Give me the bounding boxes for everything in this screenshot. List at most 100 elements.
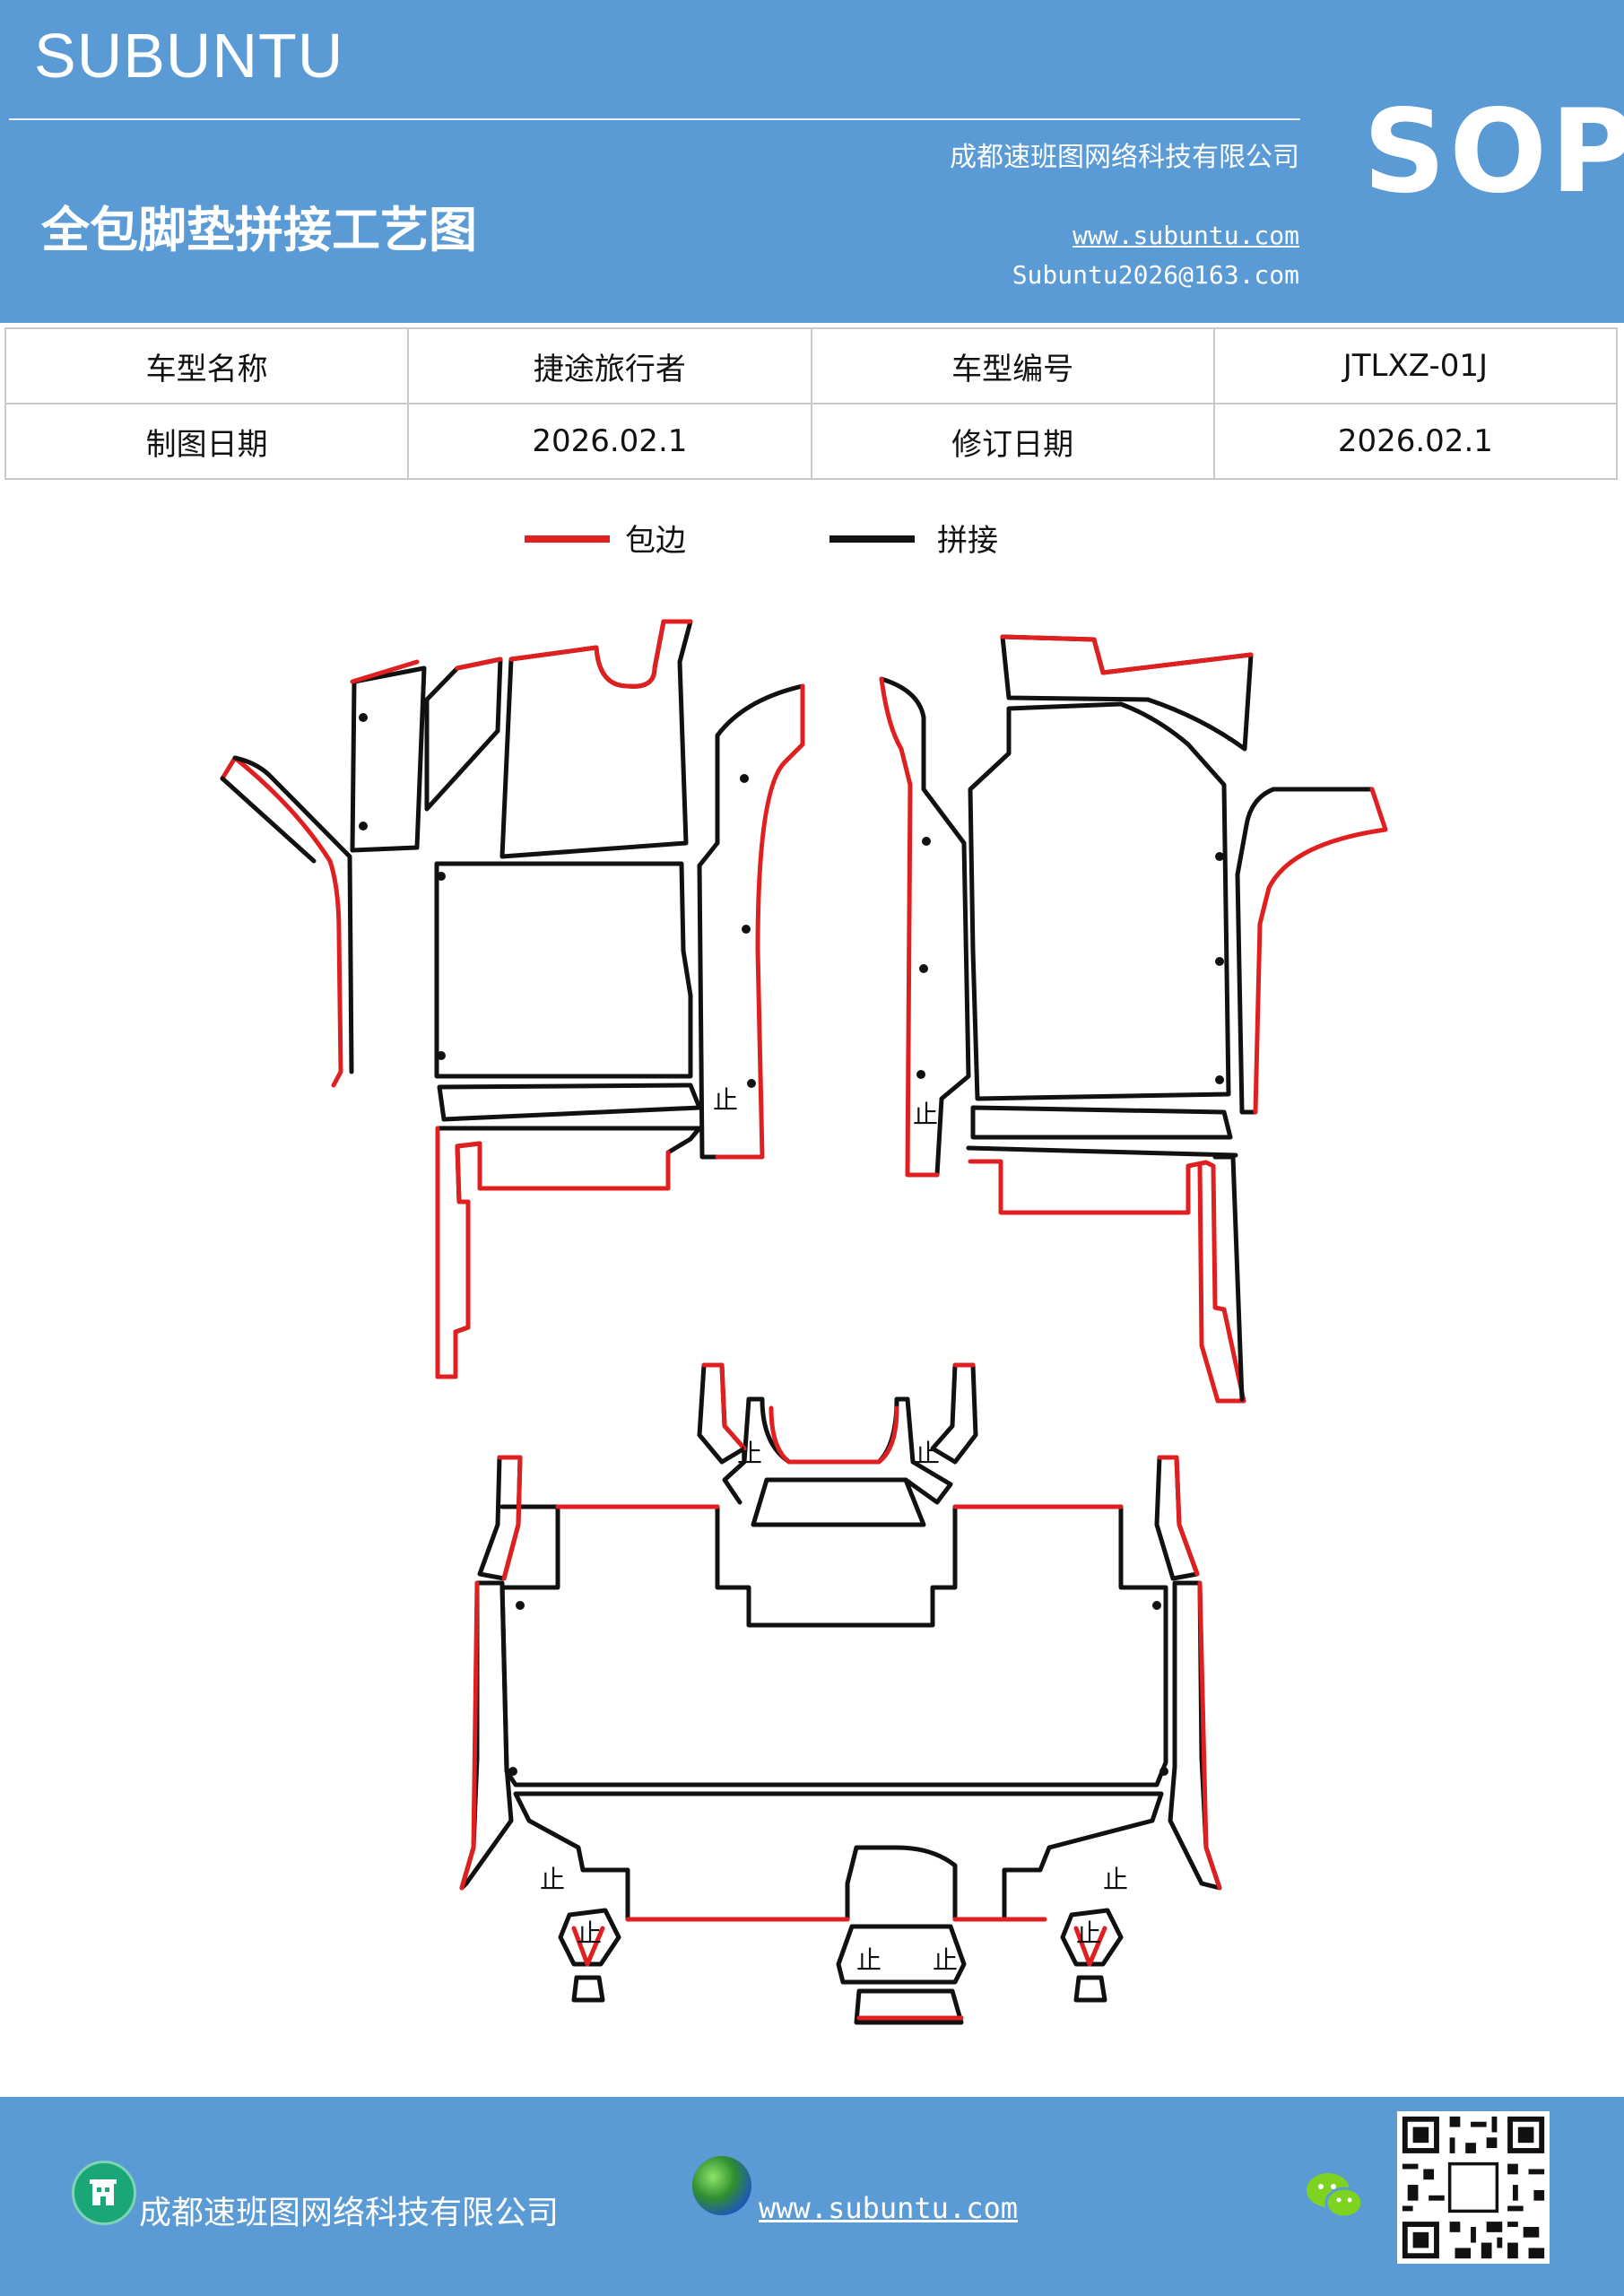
legend-black-swatch bbox=[829, 535, 915, 543]
info-table: 车型名称 捷途旅行者 车型编号 JTLXZ-01J 制图日期 2026.02.1… bbox=[4, 327, 1619, 480]
rear-console-edge bbox=[769, 1405, 899, 1465]
rear-lower-strip bbox=[513, 1791, 1164, 1922]
left-diag-top-edge bbox=[455, 657, 503, 671]
left-side-strip-edge bbox=[220, 755, 343, 1088]
passenger-bottom-strip-2 bbox=[966, 1145, 1238, 1158]
right-long-l bbox=[968, 1159, 1246, 1404]
header-banner: SUBUNTU SOP 全包脚垫拼接工艺图 成都速班图网络科技有限公司 www.… bbox=[0, 0, 1624, 323]
hole-dot bbox=[919, 964, 928, 973]
stop-mark: 止 bbox=[1076, 1918, 1101, 1948]
header-website-link[interactable]: www.subuntu.com bbox=[1073, 221, 1299, 250]
seat-bracket-right bbox=[1060, 1908, 1124, 1967]
footer-company-name: 成都速班图网络科技有限公司 bbox=[139, 2195, 560, 2231]
globe-icon bbox=[692, 2156, 751, 2215]
seat-bracket-right-edge bbox=[1073, 1926, 1107, 1967]
hole-dot bbox=[1152, 1601, 1161, 1610]
hole-dot bbox=[747, 1079, 756, 1088]
left-narrow-top-edge bbox=[350, 659, 420, 684]
hole-dot bbox=[508, 1767, 517, 1776]
left-diag-panel bbox=[424, 657, 503, 812]
hole-dot bbox=[516, 1601, 525, 1610]
rear-left-wing bbox=[477, 1455, 523, 1581]
driver-top-edge bbox=[508, 619, 693, 689]
draw-date-label: 制图日期 bbox=[4, 403, 410, 480]
header-divider bbox=[9, 118, 1300, 120]
revise-date-value: 2026.02.1 bbox=[1212, 403, 1619, 480]
passenger-top-edge bbox=[1000, 634, 1254, 675]
building-icon bbox=[72, 2161, 136, 2225]
stop-mark: 止 bbox=[577, 1918, 602, 1948]
hole-dot bbox=[1215, 957, 1224, 966]
model-code-label: 车型编号 bbox=[810, 327, 1215, 404]
revise-date-label: 修订日期 bbox=[810, 403, 1215, 480]
hole-dot bbox=[359, 713, 368, 722]
header-email[interactable]: Subuntu2026@163.com bbox=[1012, 260, 1299, 290]
legend-red-label: 包边 bbox=[625, 523, 686, 559]
hole-dot bbox=[359, 822, 368, 831]
stop-mark: 止 bbox=[737, 1439, 762, 1468]
tunnel-right-strip-seam bbox=[879, 676, 971, 1178]
rear-right-side bbox=[1168, 1580, 1222, 1891]
draw-date-value: 2026.02.1 bbox=[407, 403, 812, 480]
stop-mark: 止 bbox=[915, 1439, 940, 1468]
center-hump-bottom bbox=[854, 1988, 964, 2025]
seat-bracket-left bbox=[558, 1908, 621, 1967]
passenger-main-panel bbox=[968, 701, 1231, 1101]
mounting-holes bbox=[359, 713, 1224, 1776]
right-long-l-seam bbox=[1212, 1154, 1245, 1402]
hole-dot bbox=[740, 774, 749, 783]
wechat-icon[interactable] bbox=[1305, 2169, 1364, 2222]
passenger-side-seam bbox=[1235, 787, 1375, 1115]
rear-left-side bbox=[459, 1580, 514, 1891]
qr-code[interactable] bbox=[1397, 2111, 1550, 2264]
rear-right-side-edge bbox=[1197, 1580, 1222, 1891]
driver-bottom-strip bbox=[437, 1083, 702, 1122]
rear-main-panel bbox=[499, 1504, 1168, 1787]
stop-mark: 止 bbox=[933, 1945, 958, 1975]
tunnel-left-strip-seam bbox=[697, 683, 805, 1160]
left-narrow-panel bbox=[350, 665, 427, 853]
left-long-l bbox=[435, 1126, 702, 1379]
seat-foot-right bbox=[1073, 1975, 1107, 2003]
header-company-name: 成都速班图网络科技有限公司 bbox=[950, 142, 1299, 173]
rear-right-wing-edge bbox=[1157, 1455, 1200, 1577]
stop-mark: 止 bbox=[540, 1865, 565, 1894]
model-name-value: 捷途旅行者 bbox=[407, 327, 812, 404]
tunnel-left-strip-edge bbox=[715, 683, 805, 1160]
stop-mark: 止 bbox=[1103, 1865, 1128, 1894]
model-name-label: 车型名称 bbox=[4, 327, 410, 404]
left-long-l-edge bbox=[435, 1126, 671, 1379]
hole-dot bbox=[437, 1051, 446, 1060]
footer-website-link[interactable]: www.subuntu.com bbox=[759, 2191, 1018, 2225]
rear-console bbox=[751, 1477, 926, 1527]
hole-dot bbox=[1215, 852, 1224, 861]
hole-dot bbox=[1159, 1767, 1168, 1776]
rear-top-tab-left-edge bbox=[701, 1362, 747, 1451]
rear-left-wing-edge bbox=[497, 1455, 523, 1581]
stop-mark: 止 bbox=[856, 1945, 881, 1975]
rear-left-side-edge bbox=[459, 1580, 480, 1891]
page-title: 全包脚垫拼接工艺图 bbox=[41, 202, 477, 258]
seat-foot-left bbox=[571, 1975, 605, 2003]
table-row: 车型名称 捷途旅行者 车型编号 JTLXZ-01J bbox=[4, 327, 1619, 404]
brand-logo-text: SUBUNTU bbox=[34, 21, 344, 91]
stop-marks: 止 止 止 止 止 止 止 止 止 止 bbox=[540, 1085, 1128, 1975]
footer-banner: 成都速班图网络科技有限公司 www.subuntu.com bbox=[0, 2097, 1624, 2296]
passenger-side-edge bbox=[1253, 787, 1388, 1115]
sop-label: SOP bbox=[1363, 85, 1624, 219]
passenger-bottom-strip bbox=[970, 1105, 1233, 1140]
stop-mark: 止 bbox=[913, 1100, 938, 1129]
left-side-strip-seam bbox=[220, 755, 354, 1074]
stop-mark: 止 bbox=[713, 1085, 738, 1115]
driver-main-panel bbox=[434, 861, 693, 1079]
center-hump bbox=[836, 1924, 967, 1985]
passenger-top-panel bbox=[1000, 634, 1254, 752]
legend: 包边 拼接 bbox=[525, 516, 1152, 578]
seat-bracket-left-edge bbox=[571, 1926, 605, 1967]
hole-dot bbox=[922, 837, 931, 846]
hole-dot bbox=[437, 872, 446, 881]
table-row: 制图日期 2026.02.1 修订日期 2026.02.1 bbox=[4, 403, 1619, 480]
legend-black-label: 拼接 bbox=[937, 523, 998, 559]
model-code-value: JTLXZ-01J bbox=[1212, 327, 1619, 404]
